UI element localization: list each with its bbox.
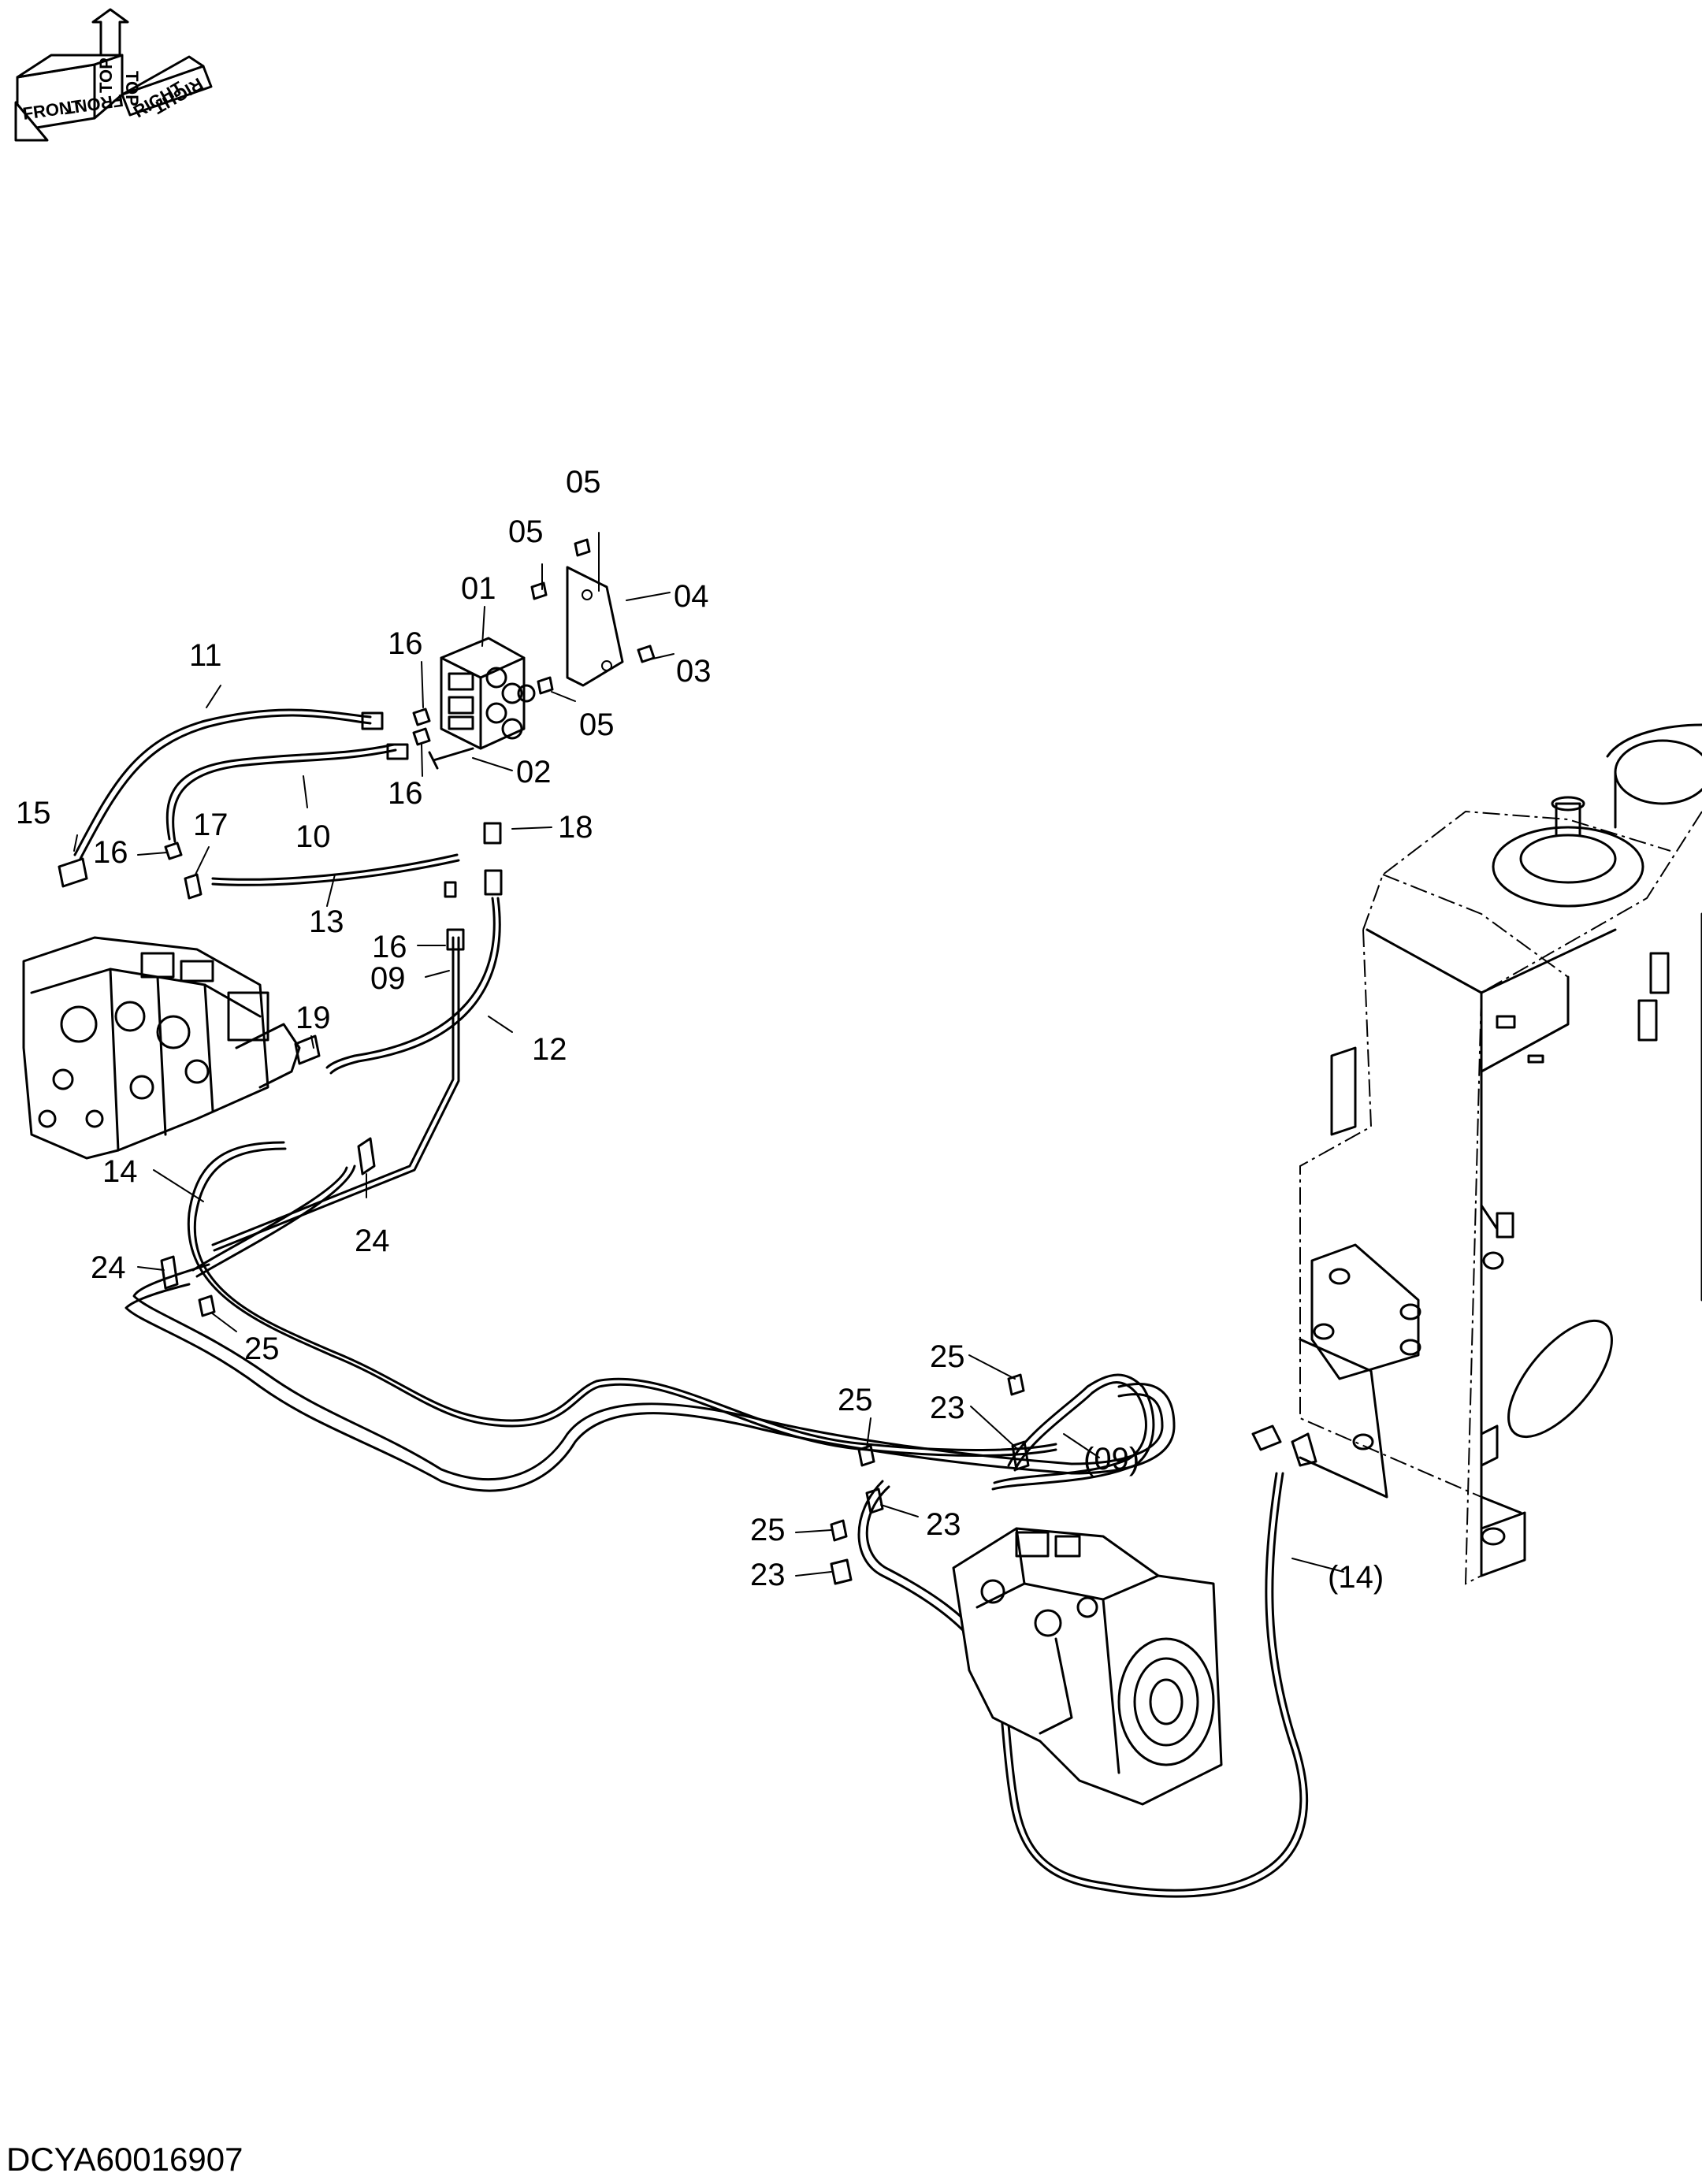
callout-25-mid: 25 bbox=[838, 1383, 873, 1417]
bolts bbox=[428, 538, 656, 770]
callout-23-upper: 23 bbox=[930, 1391, 965, 1425]
callout-12: 12 bbox=[532, 1032, 567, 1067]
callout-25-lower: 25 bbox=[750, 1513, 786, 1547]
callout-05-bottom: 05 bbox=[579, 708, 615, 742]
clamps bbox=[160, 1137, 1030, 1585]
drawing-id: DCYA60016907 bbox=[6, 2141, 243, 2178]
callout-13: 13 bbox=[309, 904, 344, 939]
control-valve bbox=[22, 936, 301, 1160]
callout-14: 14 bbox=[102, 1154, 138, 1189]
callout-14-ref: (14) bbox=[1328, 1560, 1384, 1595]
orientation-icon: FRONT FRONT TOP TOP RIGHT RIGHT bbox=[14, 8, 213, 142]
callout-01: 01 bbox=[461, 571, 496, 606]
mounting-plate bbox=[566, 566, 624, 687]
callout-16-lower: 16 bbox=[372, 930, 407, 964]
solenoid-valve bbox=[440, 637, 536, 750]
callout-11: 11 bbox=[189, 638, 222, 673]
callout-04: 04 bbox=[674, 579, 709, 614]
callout-17: 17 bbox=[193, 808, 229, 842]
machine-frame bbox=[1299, 723, 1702, 1585]
callout-09: 09 bbox=[370, 961, 406, 996]
callout-10: 10 bbox=[295, 819, 331, 854]
clamp-bolts bbox=[198, 1294, 1025, 1542]
callout-05-left: 05 bbox=[508, 514, 544, 549]
callout-05-top: 05 bbox=[566, 465, 601, 500]
callout-15: 15 bbox=[16, 796, 51, 830]
callout-02: 02 bbox=[516, 755, 552, 789]
callout-16-left: 16 bbox=[93, 835, 128, 870]
fittings bbox=[58, 708, 1317, 1467]
callout-19: 19 bbox=[295, 1001, 331, 1035]
callout-24-mid: 24 bbox=[355, 1224, 390, 1258]
orientation-top-mirror-label: TOP bbox=[122, 71, 142, 106]
hydraulic-pump bbox=[952, 1527, 1223, 1806]
callout-23-mid: 23 bbox=[926, 1507, 961, 1542]
callout-03: 03 bbox=[676, 654, 712, 689]
orientation-top-label: TOP bbox=[96, 58, 116, 93]
callout-labels: 01 02 03 04 05 05 05 09 (09) 10 11 12 13… bbox=[16, 465, 1384, 1595]
callout-16-top: 16 bbox=[388, 626, 423, 661]
callout-18: 18 bbox=[558, 810, 593, 845]
callout-23-lower: 23 bbox=[750, 1558, 786, 1592]
callout-24-left: 24 bbox=[91, 1250, 126, 1285]
callout-16-mid: 16 bbox=[388, 776, 423, 811]
callout-25-top: 25 bbox=[930, 1339, 965, 1374]
hoses bbox=[73, 708, 1309, 1898]
callout-09-ref: (09) bbox=[1083, 1442, 1139, 1476]
leader-lines bbox=[73, 532, 1344, 1577]
callout-25-left: 25 bbox=[244, 1332, 280, 1366]
